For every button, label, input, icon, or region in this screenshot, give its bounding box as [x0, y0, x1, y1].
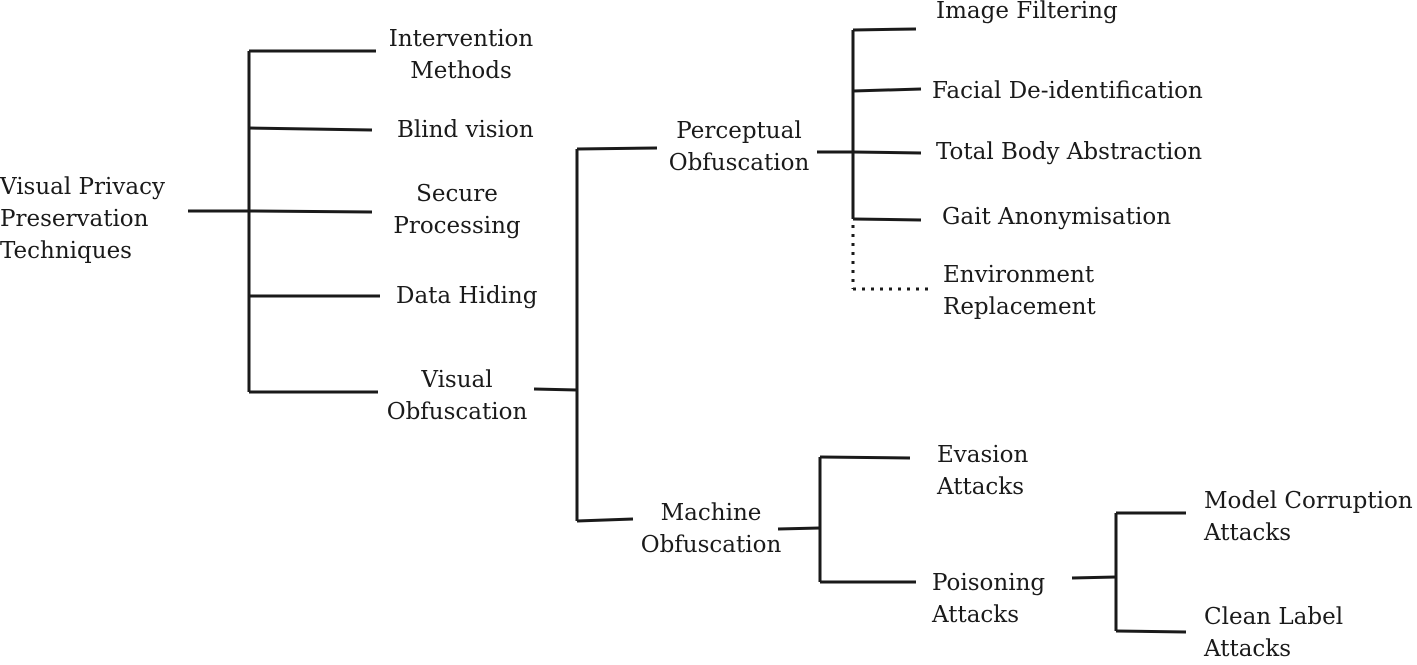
root-label: Visual Privacy Preservation Techniques: [0, 174, 165, 264]
gait-anonymisation-label: Gait Anonymisation: [942, 204, 1172, 230]
perceptual-obfuscation-label: Perceptual Obfuscation: [668, 118, 810, 176]
intervention-methods-label: Intervention Methods: [388, 26, 534, 84]
facial-deidentification-label: Facial De-identification: [932, 78, 1203, 104]
branch-total-body-line: [852, 150, 922, 155]
branch-perceptual-line: [576, 146, 658, 151]
model-corruption-attacks-label: Model Corruption Attacks: [1204, 488, 1413, 546]
branch-gait-line: [852, 217, 922, 222]
branch-secure-processing-line: [248, 209, 373, 214]
clean-label-attacks-label: Clean Label Attacks: [1204, 604, 1344, 662]
environment-replacement-label: Environment Replacement: [943, 262, 1096, 320]
poisoning-attacks-label: Poisoning Attacks: [932, 570, 1046, 628]
visual-obfuscation-stem-line: [533, 387, 578, 392]
branch-machine-line: [576, 517, 634, 523]
machine-stem-line: [777, 526, 821, 531]
blind-vision-label: Blind vision: [397, 117, 534, 143]
visual-obfuscation-label: Visual Obfuscation: [386, 367, 528, 425]
poisoning-stem-line: [1071, 575, 1117, 580]
total-body-abstraction-label: Total Body Abstraction: [936, 139, 1203, 165]
machine-obfuscation-label: Machine Obfuscation: [640, 500, 782, 558]
branch-facial-deid-line: [852, 87, 922, 93]
data-hiding-label: Data Hiding: [396, 283, 538, 309]
branch-evasion-line: [819, 455, 911, 460]
image-filtering-label: Image Filtering: [936, 0, 1118, 24]
branch-blind-vision-line: [248, 126, 373, 132]
evasion-attacks-label: Evasion Attacks: [937, 442, 1029, 500]
branch-clean-label-line: [1115, 629, 1187, 634]
branch-image-filtering-line: [852, 27, 917, 32]
secure-processing-label: Secure Processing: [393, 181, 521, 239]
